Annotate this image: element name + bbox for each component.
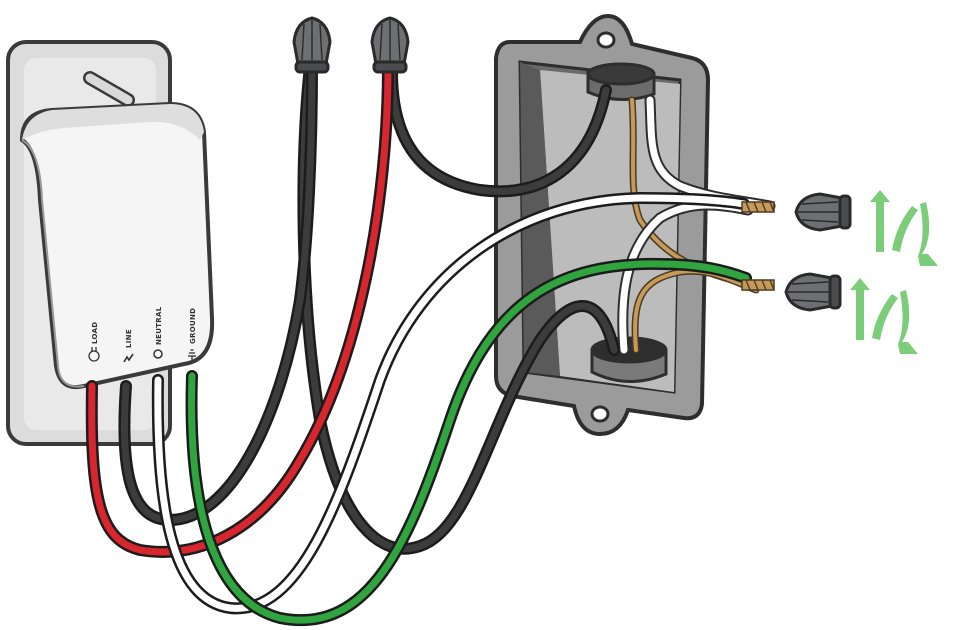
wires <box>85 60 752 626</box>
wire-green <box>185 257 752 626</box>
twist-arrows-bottom <box>850 278 918 354</box>
junction-box <box>494 13 776 437</box>
twisted-wire-ends <box>741 201 775 291</box>
wire-black-line <box>118 60 318 527</box>
wire-nut-ground-pair <box>784 272 842 312</box>
ground-icon <box>188 349 196 360</box>
twist-clockwise-arrows-icon <box>850 190 938 354</box>
wire-white <box>151 191 750 615</box>
smart-switch-device: LOAD LINE NEUTRAL GROUND <box>6 40 215 446</box>
wire-red <box>85 60 394 558</box>
line-label: LINE <box>125 329 133 348</box>
ground-label: GROUND <box>189 308 197 344</box>
twist-arrows-top <box>870 190 938 266</box>
mounting-rod <box>83 71 135 107</box>
wire-black-box-top <box>386 66 612 198</box>
terminal-labels: LOAD LINE NEUTRAL GROUND <box>88 306 197 363</box>
top-knockout <box>586 62 656 102</box>
bottom-screw-hole <box>590 405 610 423</box>
lightning-icon <box>123 353 134 363</box>
switch-body <box>19 101 215 389</box>
load-label: LOAD <box>91 322 99 344</box>
wire-nuts <box>292 16 852 312</box>
circle-icon <box>153 349 163 359</box>
wire-nut-white-pair <box>794 192 852 232</box>
wire-nut-black <box>292 16 332 74</box>
wire-nut-red <box>370 16 410 74</box>
neutral-label: NEUTRAL <box>155 306 163 345</box>
bulb-icon <box>88 347 100 362</box>
top-screw-hole <box>596 31 616 49</box>
